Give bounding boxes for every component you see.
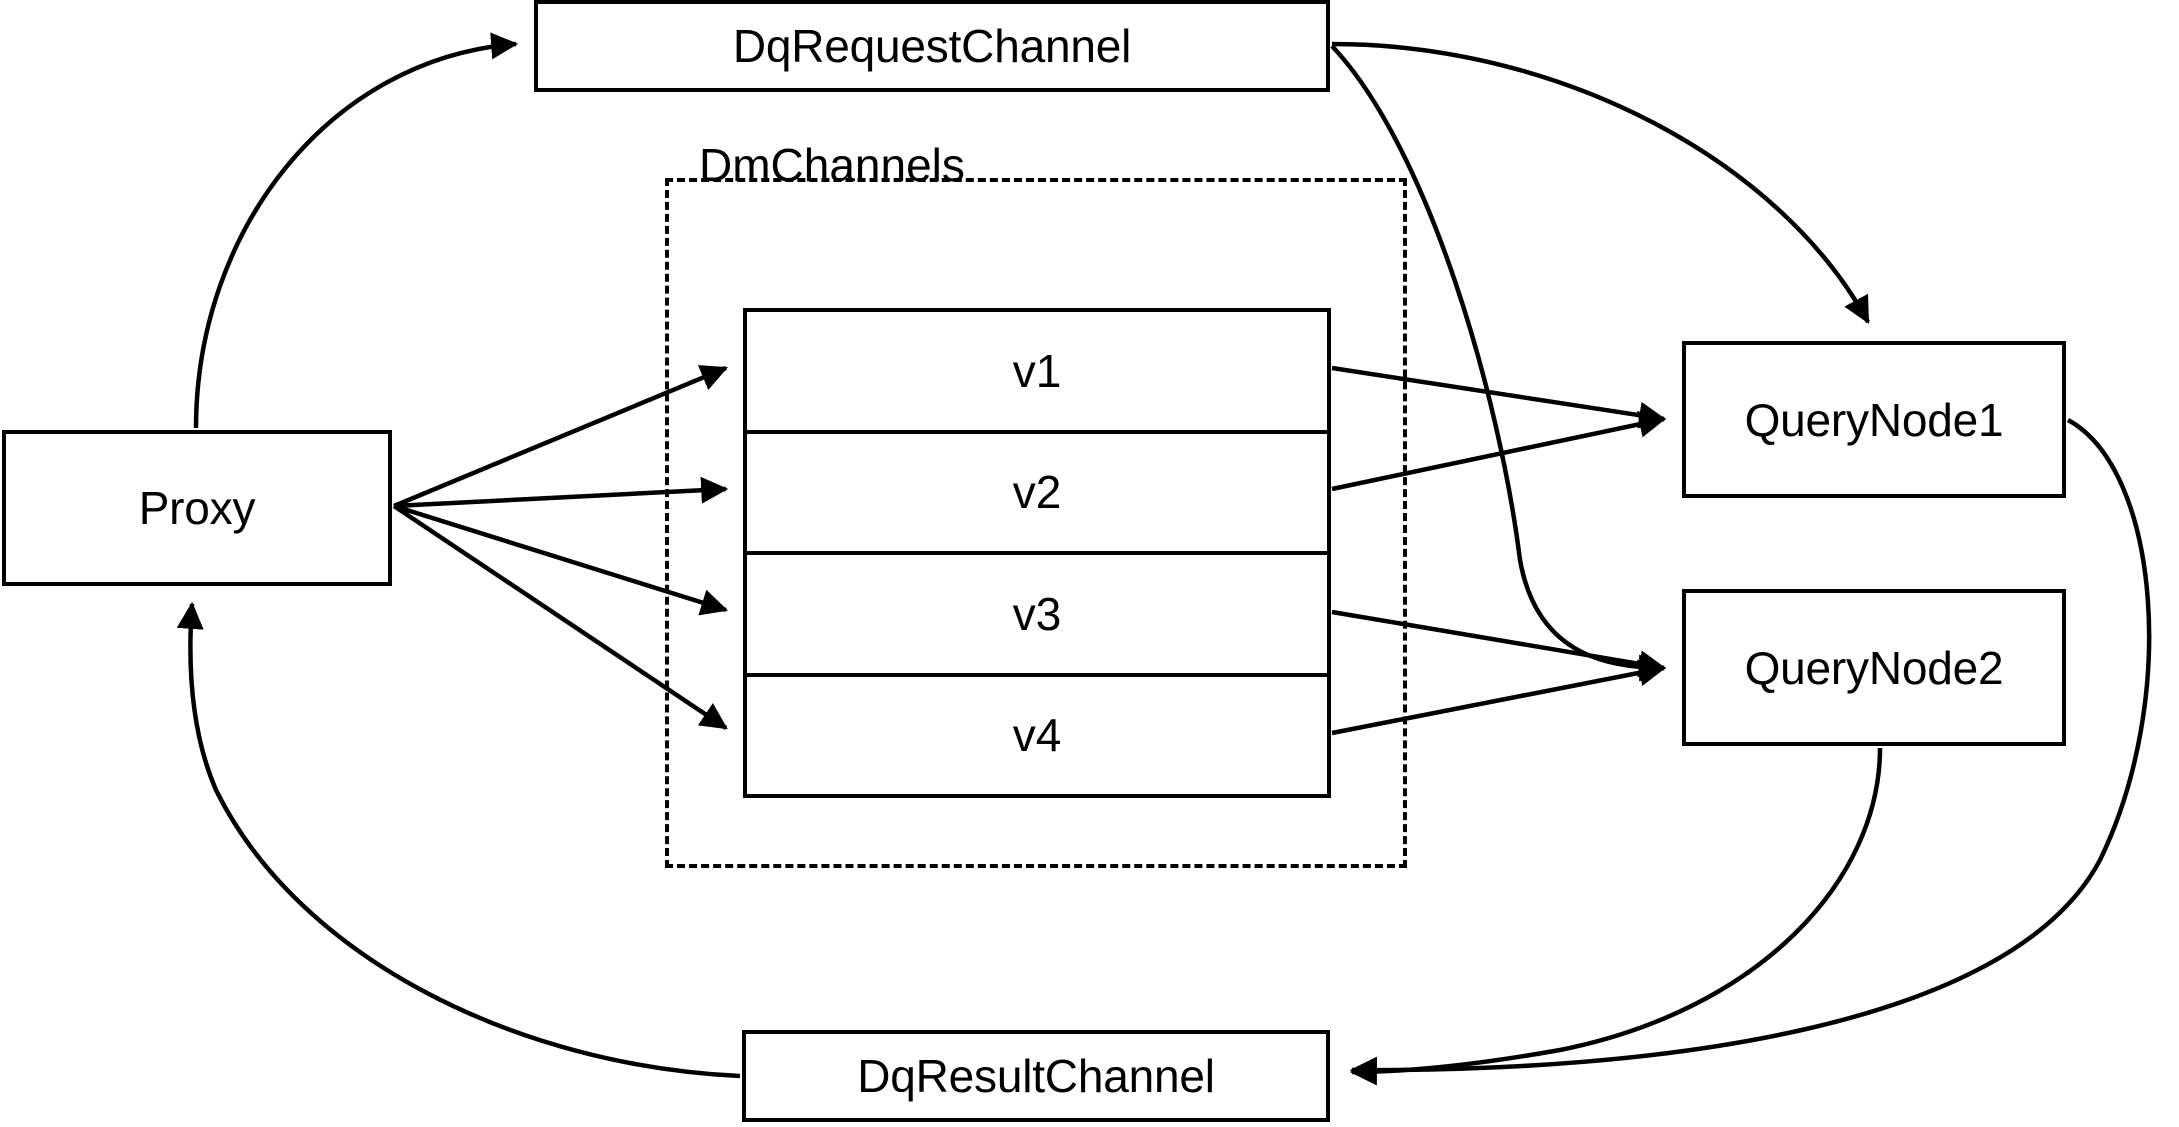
edge-query-node-2-to-dq-result-channel [1349,747,1883,1086]
node-proxy[interactable]: Proxy [2,430,392,586]
vchannel-row-v3[interactable]: v3 [747,555,1327,677]
node-label: DqResultChannel [857,1050,1215,1102]
vchannel-label: v2 [1012,466,1062,519]
vchannel-stack: v1 v2 v3 v4 [743,308,1331,798]
vchannel-label: v4 [1012,709,1062,762]
vchannel-row-v1[interactable]: v1 [747,312,1327,434]
node-label: QueryNode1 [1744,393,2004,446]
vchannel-row-v2[interactable]: v2 [747,433,1327,555]
edge-proxy-to-dq-request-channel [193,32,519,429]
node-dq-result-channel[interactable]: DqResultChannel [742,1030,1330,1122]
node-query-node-2[interactable]: QueryNode2 [1682,589,2066,746]
vchannel-row-v4[interactable]: v4 [747,676,1327,794]
node-label: QueryNode2 [1744,641,2004,694]
dm-channels-group-label: DmChannels [699,139,965,191]
vchannel-label: v3 [1012,587,1062,640]
node-label: DqRequestChannel [732,20,1132,72]
node-dq-request-channel[interactable]: DqRequestChannel [534,0,1330,92]
edge-dq-result-channel-to-proxy [176,601,741,1079]
node-label: Proxy [138,482,256,534]
node-query-node-1[interactable]: QueryNode1 [1682,341,2066,498]
edge-dq-request-channel-to-query-node-1 [1331,41,1870,324]
vchannel-label: v1 [1012,344,1062,397]
